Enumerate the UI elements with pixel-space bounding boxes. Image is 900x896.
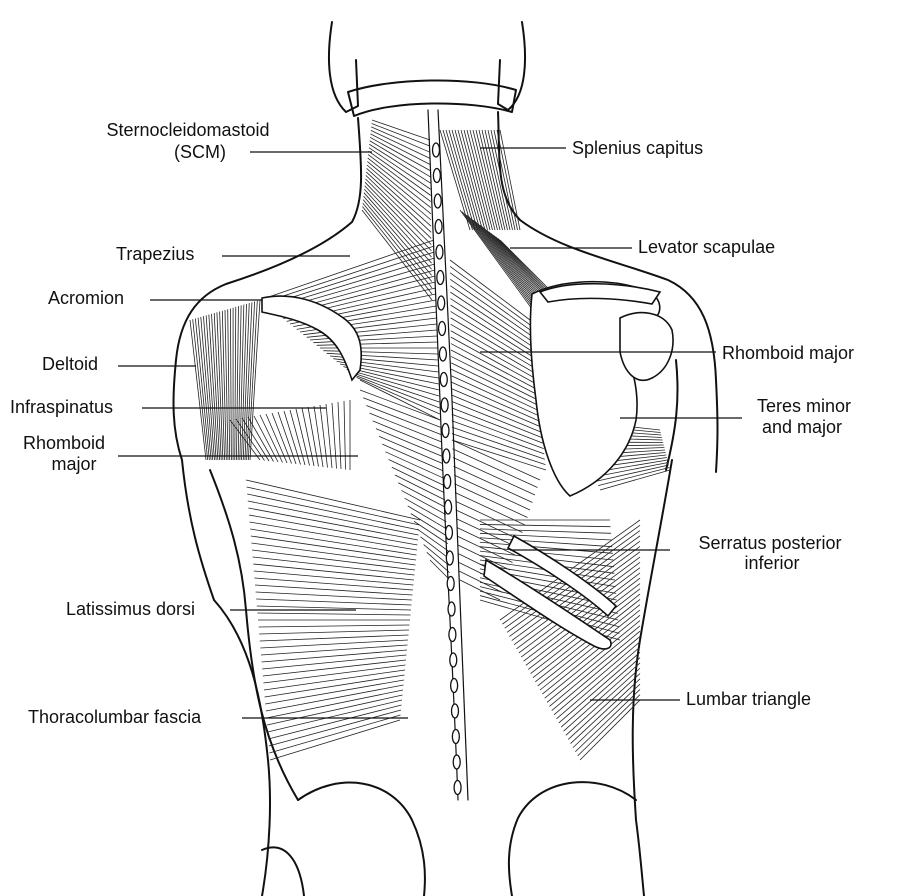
spinous-process <box>432 167 442 184</box>
label-serratus-line1: Serratus posterior <box>698 533 841 553</box>
leader-lines <box>118 147 742 719</box>
spinous-process <box>448 626 457 643</box>
label-deltoid: Deltoid <box>42 354 98 374</box>
right-acromion <box>538 282 662 305</box>
label-rhomboid-right: Rhomboid major <box>722 343 854 363</box>
spinous-process <box>437 295 446 311</box>
spinous-process <box>436 269 445 286</box>
spinous-process <box>439 371 448 388</box>
spinous-process <box>438 346 448 362</box>
label-thoracolumbar: Thoracolumbar fascia <box>28 707 202 727</box>
bones <box>261 280 674 650</box>
right-humeral-head <box>619 311 674 381</box>
label-levator: Levator scapulae <box>638 237 775 257</box>
labels: Sternocleidomastoid (SCM) Trapezius Acro… <box>10 120 854 727</box>
left-acromion <box>261 295 362 382</box>
label-teres-line2: and major <box>762 417 842 437</box>
spinous-process <box>431 142 441 158</box>
spinous-process <box>433 193 442 209</box>
spinous-process <box>442 448 451 464</box>
spinous-process <box>449 677 459 694</box>
spinous-process <box>451 728 461 745</box>
label-lumbar-triangle: Lumbar triangle <box>686 689 811 709</box>
spinous-process <box>444 524 454 541</box>
spinous-process <box>446 575 455 592</box>
label-rhomboid-left-line1: Rhomboid <box>23 433 105 453</box>
label-acromion: Acromion <box>48 288 124 308</box>
spinous-process <box>435 244 444 260</box>
spinous-process <box>449 652 458 668</box>
spinous-process <box>440 397 449 413</box>
spinous-process <box>445 550 454 566</box>
label-serratus-line2: inferior <box>744 553 799 573</box>
spinous-process <box>447 601 456 617</box>
label-trapezius: Trapezius <box>116 244 194 264</box>
spinous-process <box>434 218 443 235</box>
spinous-process <box>443 499 453 515</box>
spinous-process <box>437 320 447 337</box>
label-rhomboid-left-line2: major <box>51 454 96 474</box>
label-latissimus: Latissimus dorsi <box>66 599 195 619</box>
spinous-processes <box>427 109 469 801</box>
spinous-process <box>443 473 452 490</box>
muscle-fibers <box>189 119 671 761</box>
spinous-process <box>452 754 461 770</box>
spinous-process <box>450 703 460 719</box>
label-scm-line1: Sternocleidomastoid <box>106 120 269 140</box>
label-teres-line1: Teres minor <box>757 396 851 416</box>
label-splenius: Splenius capitus <box>572 138 703 158</box>
spinous-process <box>441 422 450 439</box>
spinous-process <box>453 779 462 796</box>
label-scm-line2: (SCM) <box>174 142 226 162</box>
label-infraspinatus: Infraspinatus <box>10 397 113 417</box>
